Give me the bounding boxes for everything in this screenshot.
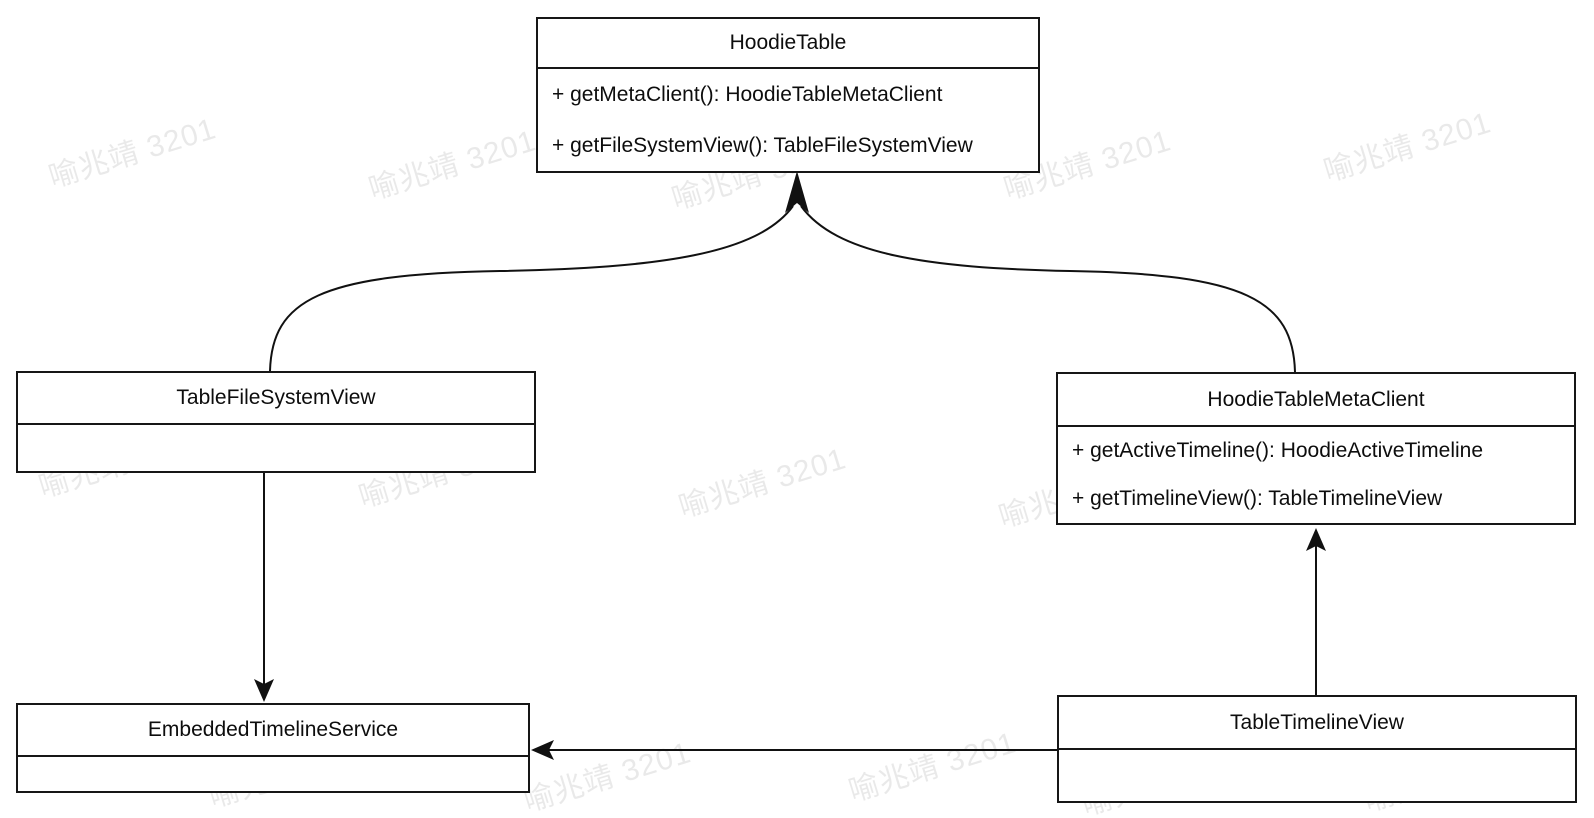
- class-name-tabletimelineview: TableTimelineView: [1059, 697, 1575, 750]
- edge-hoodietablemetaclient-to-hoodietable: [800, 205, 1296, 373]
- class-body-tabletimelineview: [1059, 750, 1575, 801]
- class-name-hoodietablemetaclient: HoodieTableMetaClient: [1058, 374, 1574, 427]
- class-name-tablefilesystemview: TableFileSystemView: [18, 373, 534, 425]
- class-name-embeddedtimelineservice: EmbeddedTimelineService: [18, 705, 528, 757]
- method-getactivetimeline: + getActiveTimeline(): HoodieActiveTimel…: [1072, 439, 1484, 462]
- method-gettimelineview: + getTimelineView(): TableTimelineView: [1072, 487, 1443, 510]
- method-getmetaclient: + getMetaClient(): HoodieTableMetaClient: [552, 82, 943, 106]
- class-name-hoodietable: HoodieTable: [538, 19, 1038, 69]
- empty-compartment: [18, 757, 528, 791]
- class-body-tablefilesystemview: [18, 425, 534, 471]
- empty-compartment: [18, 425, 534, 471]
- edge-tablefilesystemview-to-hoodietable: [269, 205, 794, 372]
- class-box-embeddedtimelineservice: EmbeddedTimelineService: [16, 703, 530, 793]
- class-box-tabletimelineview: TableTimelineView: [1057, 695, 1577, 803]
- arrowhead-down-embeddedtimelineservice: [254, 679, 274, 702]
- method-getfilesystemview: + getFileSystemView(): TableFileSystemVi…: [552, 133, 973, 157]
- class-box-tablefilesystemview: TableFileSystemView: [16, 371, 536, 473]
- arrowhead-up-hoodietable: [785, 171, 809, 213]
- class-box-hoodietable: HoodieTable + getMetaClient(): HoodieTab…: [536, 17, 1040, 173]
- class-methods-hoodietablemetaclient: + getActiveTimeline(): HoodieActiveTimel…: [1058, 427, 1574, 523]
- class-body-embeddedtimelineservice: [18, 757, 528, 791]
- arrowhead-up-hoodietablemetaclient: [1306, 528, 1326, 551]
- arrowhead-left-embeddedtimelineservice: [531, 740, 554, 760]
- class-methods-hoodietable: + getMetaClient(): HoodieTableMetaClient…: [538, 69, 1038, 171]
- class-box-hoodietablemetaclient: HoodieTableMetaClient + getActiveTimelin…: [1056, 372, 1576, 525]
- empty-compartment: [1059, 750, 1575, 801]
